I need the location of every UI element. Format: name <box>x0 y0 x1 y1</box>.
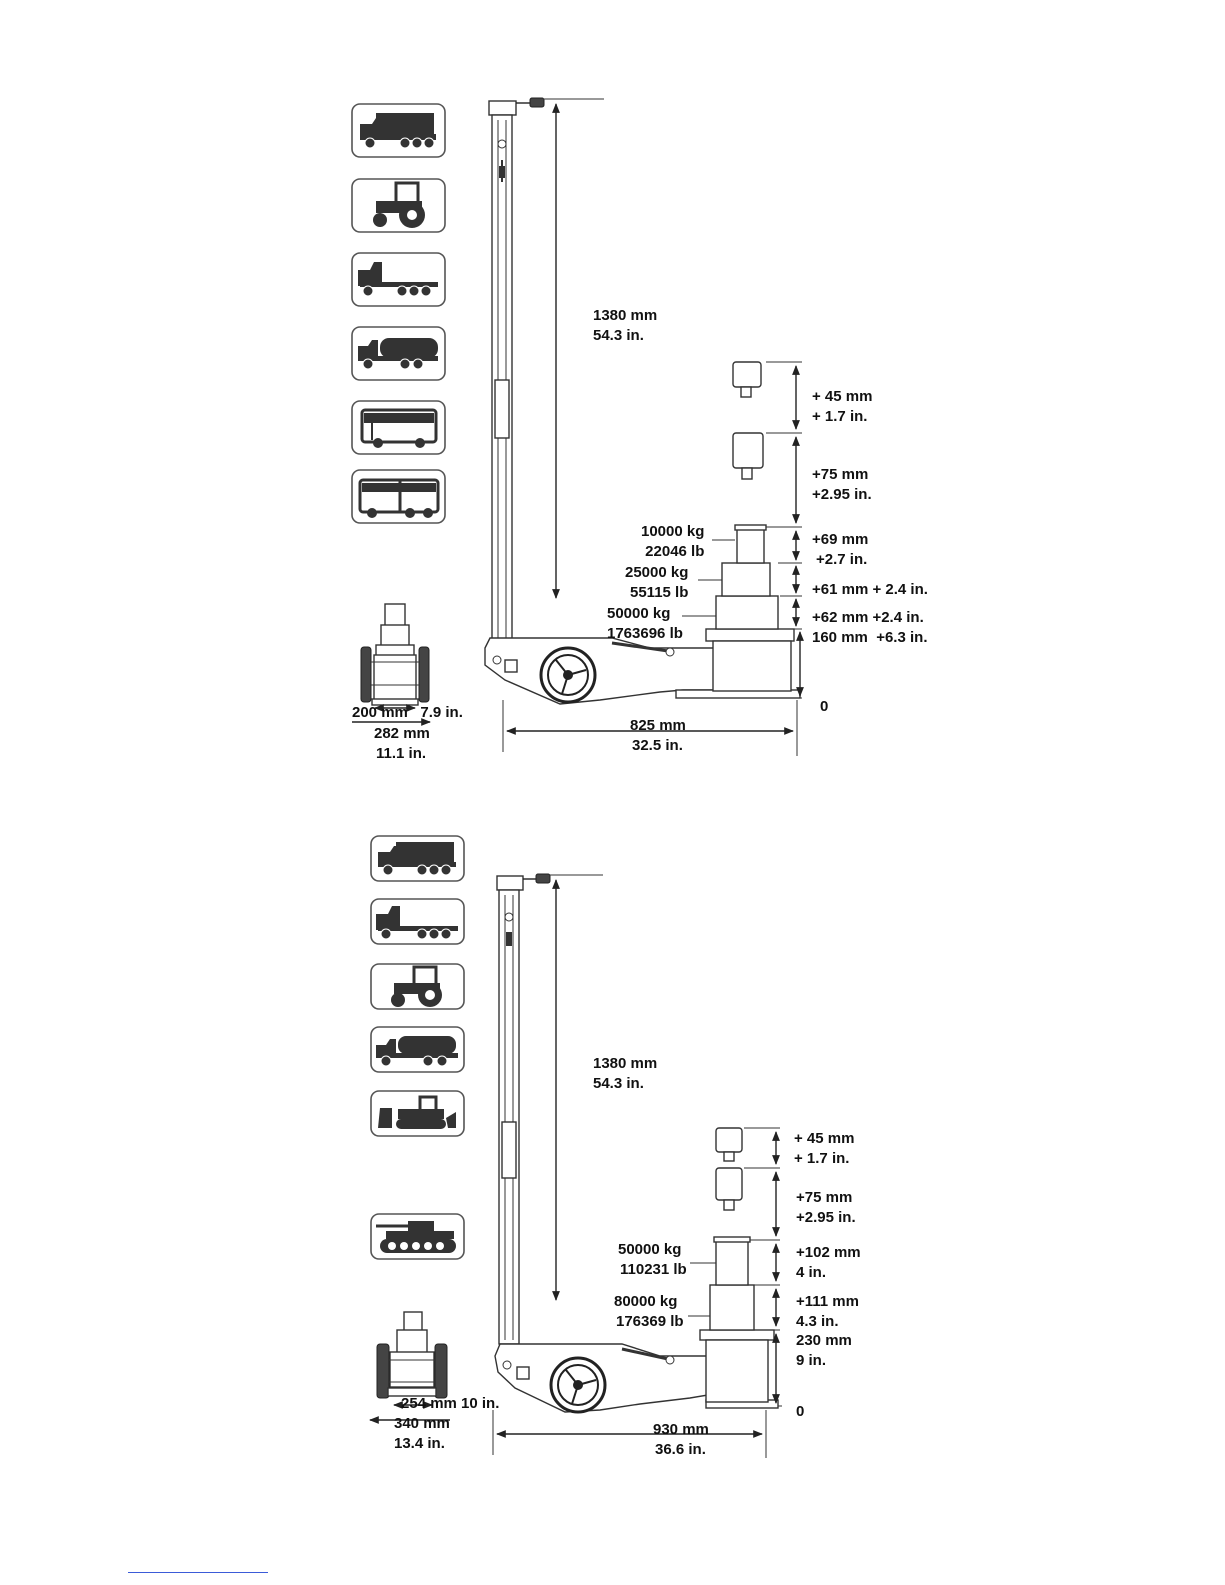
bulldozer-icon <box>370 1090 465 1137</box>
jack-1-front-view <box>352 603 431 726</box>
jack-2-stage1-in: 4 in. <box>796 1264 827 1281</box>
jack-1-stage-2-label: +61 mm + 2.4 in. <box>812 581 928 598</box>
jack-2-stage-1-label: +102 mm 4 in. <box>796 1243 861 1283</box>
jack-1-stage-1-label: +69 mm +2.7 in. <box>812 530 868 570</box>
jack-2-load1-lb: 110231 lb <box>620 1261 687 1278</box>
jack-2-extension-2-label: +75 mm +2.95 in. <box>796 1188 856 1228</box>
jack-1-height-mm: 1380 mm <box>593 307 658 324</box>
jack-2-load2-kg: 80000 kg <box>614 1293 678 1310</box>
truck-icon-2 <box>370 835 465 882</box>
jack-1-ext2-in: +2.95 in. <box>812 486 872 503</box>
jack-2-extension-1-label: + 45 mm + 1.7 in. <box>794 1129 854 1169</box>
jack-1-stage1-in: +2.7 in. <box>816 551 868 568</box>
tractor-icon-2 <box>370 963 465 1010</box>
truck-icon <box>351 103 446 158</box>
jack-2-base-mm: 230 mm <box>796 1332 852 1349</box>
jack-1-height-label: 1380 mm 54.3 in. <box>593 306 657 346</box>
jack-2-ext1-mm: + 45 mm <box>794 1130 855 1147</box>
jack-2-width-outer-mm: 340 mm <box>394 1415 450 1432</box>
jack-2-length-in: 36.6 in. <box>655 1441 706 1458</box>
flatbed-truck-icon-2 <box>370 898 465 945</box>
jack-1-length-mm: 825 mm <box>630 717 686 734</box>
jack-2-front-view <box>369 1311 450 1424</box>
jack-2-ext2-mm: +75 mm <box>796 1189 853 1206</box>
jack-1-load1-lb: 22046 lb <box>645 543 705 560</box>
jack-1-length-in: 32.5 in. <box>632 737 683 754</box>
jack-2-ext1-in: + 1.7 in. <box>794 1150 850 1167</box>
jack-1-ext1-in: + 1.7 in. <box>812 408 868 425</box>
jack-2-height-in: 54.3 in. <box>593 1075 644 1092</box>
jack-2-side-view <box>492 873 782 1458</box>
jack-1-width-outer-label: 282 mm 11.1 in. <box>374 724 430 764</box>
jack-2-load1-kg: 50000 kg <box>618 1241 682 1258</box>
jack-1-length-label: 825 mm 32.5 in. <box>630 716 686 756</box>
jack-1-load2-kg: 25000 kg <box>625 564 689 581</box>
jack-2-stage2-in: 4.3 in. <box>796 1313 839 1330</box>
jack-2-length-label: 930 mm 36.6 in. <box>653 1420 709 1460</box>
tank-icon <box>370 1213 465 1260</box>
jack-2-zero-label: 0 <box>796 1403 805 1420</box>
jack-1-load1-kg: 10000 kg <box>641 523 705 540</box>
jack-1-load-3-label: 50000 kg 1763696 lb <box>607 604 683 644</box>
jack-1 <box>351 97 804 756</box>
jack-2-height-label: 1380 mm 54.3 in. <box>593 1054 657 1094</box>
jack-2-width-outer-in: 13.4 in. <box>394 1435 445 1452</box>
jack-1-stage-3-label: +62 mm +2.4 in. <box>812 609 924 626</box>
bus-icon <box>351 400 446 455</box>
jack-1-zero-label: 0 <box>820 698 829 715</box>
jack-2-width-outer-label: 340 mm 13.4 in. <box>394 1414 450 1454</box>
jack-2-stage1-mm: +102 mm <box>796 1244 861 1261</box>
jack-2-base-height-label: 230 mm 9 in. <box>796 1331 852 1371</box>
jack-2-width-inner-label: 254 mm 10 in. <box>401 1395 500 1412</box>
jack-2-load-2-label: 80000 kg 176369 lb <box>614 1292 684 1332</box>
jack-2-stage-2-label: +111 mm 4.3 in. <box>796 1292 859 1332</box>
jack-1-load-1-label: 10000 kg 22046 lb <box>641 522 704 562</box>
jack-2-base-in: 9 in. <box>796 1352 827 1369</box>
jack-1-extension-1-label: + 45 mm + 1.7 in. <box>812 387 872 427</box>
jack-2-length-mm: 930 mm <box>653 1421 709 1438</box>
jack-1-extension-2-label: +75 mm +2.95 in. <box>812 465 872 505</box>
jack-2-load2-lb: 176369 lb <box>616 1313 684 1330</box>
articulated-bus-icon <box>351 469 446 524</box>
jack-1-ext2-mm: +75 mm <box>812 466 869 483</box>
footer-rule <box>128 1572 268 1573</box>
jack-2 <box>369 835 782 1458</box>
jack-1-ext1-mm: + 45 mm <box>812 388 873 405</box>
jack-1-width-outer-in: 11.1 in. <box>376 745 427 762</box>
tractor-icon <box>351 178 446 233</box>
jack-1-load-2-label: 25000 kg 55115 lb <box>625 563 688 603</box>
tanker-truck-icon <box>351 326 446 381</box>
jack-1-load3-kg: 50000 kg <box>607 605 671 622</box>
jack-2-ext2-in: +2.95 in. <box>796 1209 856 1226</box>
jack-2-height-mm: 1380 mm <box>593 1055 658 1072</box>
jack-1-width-outer-mm: 282 mm <box>374 725 430 742</box>
jack-1-height-in: 54.3 in. <box>593 327 644 344</box>
jack-2-load-1-label: 50000 kg 110231 lb <box>618 1240 687 1280</box>
jack-1-load2-lb: 55115 lb <box>630 584 689 601</box>
jack-1-stage1-mm: +69 mm <box>812 531 869 548</box>
jack-1-base-height-label: 160 mm +6.3 in. <box>812 629 928 646</box>
jack-2-stage2-mm: +111 mm <box>796 1293 859 1310</box>
jack-1-side-view <box>484 97 804 756</box>
jack-1-width-inner-label: 200 mm 7.9 in. <box>352 704 463 721</box>
tanker-truck-icon-2 <box>370 1026 465 1073</box>
jack-1-load3-lb: 1763696 lb <box>607 625 683 642</box>
flatbed-truck-icon <box>351 252 446 307</box>
